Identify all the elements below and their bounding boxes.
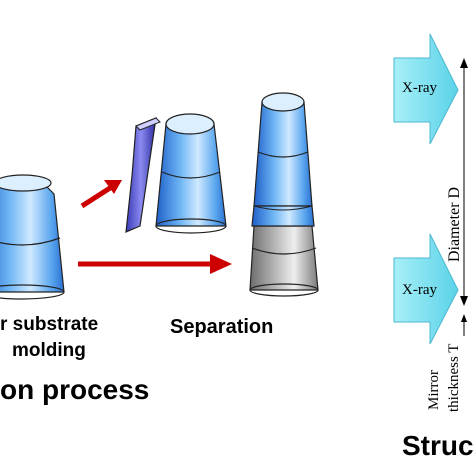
separated-mirror-shell [125,117,161,233]
xray-label-top: X-ray [402,80,437,96]
substrate-cone [155,113,227,234]
diameter-dimension-line [460,58,468,306]
step1-label-line1: r substrate [0,314,99,335]
thickness-label: thickness T [446,343,462,412]
xray-label-bottom: X-ray [402,282,437,298]
thickness-dimension-line [461,314,467,336]
red-arrow-up-icon [80,180,122,209]
step1-label-line2: molding [12,340,86,361]
fabrication-process-title: on process [0,374,150,405]
xray-arrow-top-icon [393,33,459,145]
mirror-on-substrate-stack [249,92,319,297]
red-arrow-right-icon [78,254,232,274]
separation-label: Separation [170,316,274,338]
xray-arrow-bottom-icon [393,233,459,345]
structure-title: Struc [402,430,474,461]
mirror-label: Mirror [426,370,442,410]
diameter-label: Diameter D [446,186,463,262]
molded-substrate-cone [0,174,65,300]
